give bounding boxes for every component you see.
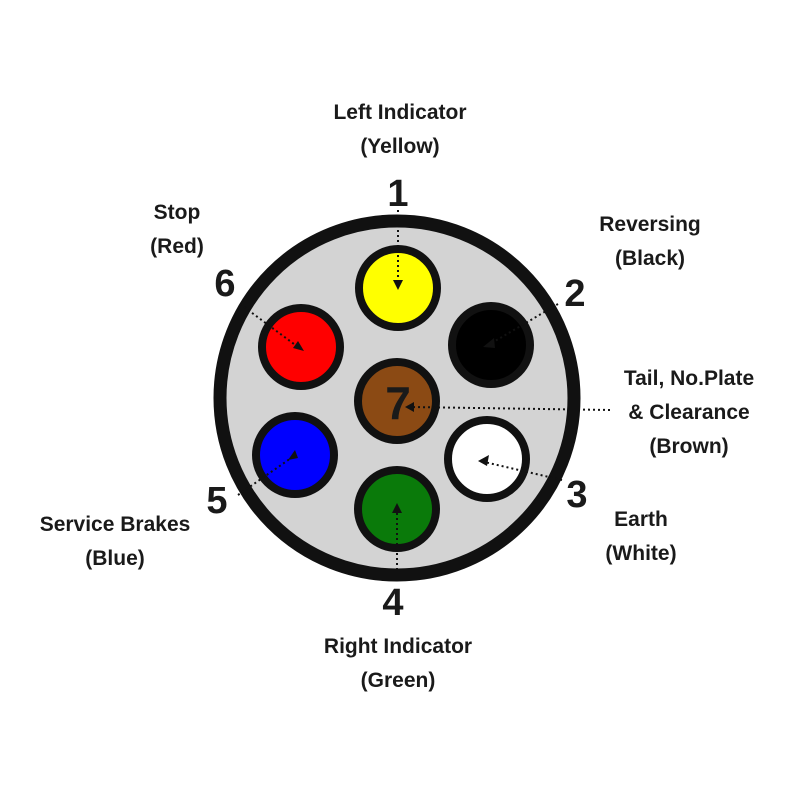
label-pin-5-color: (Blue) [85, 547, 145, 570]
pin-number-1: 1 [387, 173, 408, 215]
pin-number-4: 4 [382, 582, 403, 624]
arrowhead-2 [483, 338, 495, 348]
label-pin-2-name: Reversing [599, 213, 701, 236]
label-pin-3: Earth (White) [583, 503, 699, 571]
label-pin-6-color: (Red) [150, 235, 204, 258]
label-pin-1-color: (Yellow) [360, 135, 440, 158]
label-pin-7-name-line2: & Clearance [628, 401, 750, 424]
label-pin-1-name: Left Indicator [333, 101, 467, 124]
leader-line-6 [239, 303, 299, 348]
label-pin-4-name: Right Indicator [323, 635, 473, 658]
pin-number-5: 5 [206, 480, 227, 522]
pin-7-socket [354, 358, 440, 444]
label-pin-5: Service Brakes (Blue) [25, 508, 205, 576]
arrowhead-4 [392, 503, 402, 513]
label-pin-4-color: (Green) [360, 669, 436, 692]
label-pin-7-name-line1: Tail, No.Plate [623, 367, 755, 390]
pin-7-brown [354, 358, 440, 444]
label-pin-5-name: Service Brakes [39, 513, 191, 536]
arrowhead-3 [478, 455, 489, 466]
leader-line-2 [489, 303, 559, 345]
leader-line-5 [237, 455, 295, 496]
pin-number-6: 6 [214, 263, 235, 305]
label-pin-4: Right Indicator (Green) [298, 630, 498, 698]
label-pin-3-color: (White) [605, 542, 677, 565]
arrowhead-1 [393, 280, 403, 290]
label-pin-6-name: Stop [153, 201, 201, 224]
arrowhead-6 [293, 341, 304, 351]
label-pin-7-color: (Brown) [649, 435, 729, 458]
pin-number-2: 2 [564, 273, 585, 315]
leader-line-3 [479, 460, 563, 481]
arrowhead-7 [405, 402, 414, 412]
arrowhead-5 [288, 450, 298, 460]
pin-number-7: 7 [385, 377, 411, 429]
label-pin-3-name: Earth [614, 508, 668, 531]
label-pin-2: Reversing (Black) [580, 208, 720, 276]
leader-line-7 [409, 406, 611, 411]
label-pin-6: Stop (Red) [127, 196, 227, 264]
label-pin-1: Left Indicator (Yellow) [300, 96, 500, 164]
label-pin-2-color: (Black) [614, 247, 686, 270]
pin-number-3: 3 [566, 474, 587, 516]
label-pin-7: Tail, No.Plate & Clearance (Brown) [604, 362, 774, 464]
